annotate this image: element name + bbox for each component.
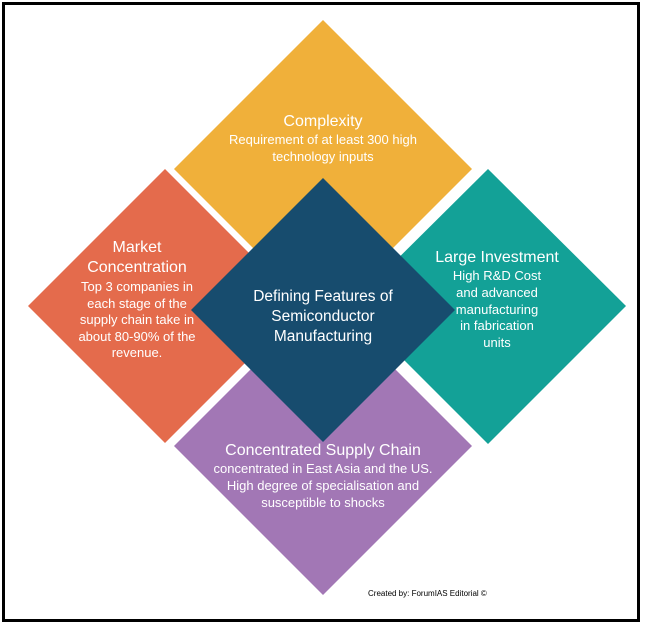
market-concentration-description: Top 3 companies in each stage of the sup…: [78, 278, 196, 361]
large-investment-diamond: [350, 169, 626, 444]
credit-text: Created by: ForumIAS Editorial ©: [368, 589, 487, 598]
center-title: Defining Features of Semiconductor Manuf…: [253, 288, 393, 345]
complexity-text: Complexity Requirement of at least 300 h…: [203, 112, 443, 166]
complexity-title: Complexity: [283, 113, 363, 130]
complexity-diamond: [174, 20, 472, 318]
large-investment-title: Large Investment: [435, 249, 559, 266]
market-concentration-title: Market Concentration: [87, 239, 187, 277]
market-concentration-diamond: [28, 169, 302, 443]
concentrated-supply-chain-title: Concentrated Supply Chain: [225, 442, 421, 459]
concentrated-supply-chain-text: Concentrated Supply Chain concentrated i…: [193, 441, 453, 511]
concentrated-supply-chain-diamond: [174, 297, 472, 595]
large-investment-text: Large Investment High R&D Cost and advan…: [428, 248, 566, 352]
concentrated-supply-chain-description: concentrated in East Asia and the US. Hi…: [213, 461, 433, 510]
market-concentration-text: Market Concentration Top 3 companies in …: [72, 238, 202, 362]
complexity-description: Requirement of at least 300 high technol…: [229, 132, 417, 165]
large-investment-description: High R&D Cost and advanced manufacturing…: [452, 268, 542, 350]
center-text: Defining Features of Semiconductor Manuf…: [223, 287, 423, 346]
center-diamond: [191, 178, 455, 442]
